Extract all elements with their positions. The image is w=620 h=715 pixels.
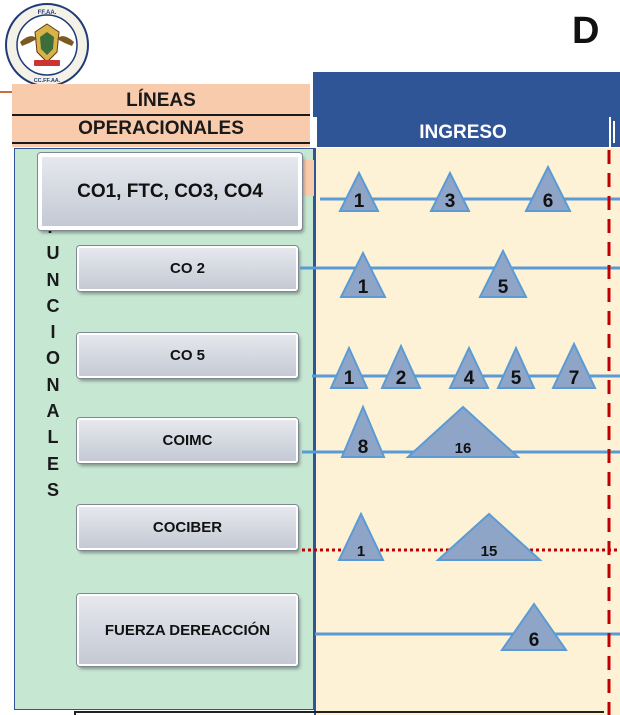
unit-button-label-line2: REACCIÓN xyxy=(190,621,271,639)
unit-button-co5[interactable]: CO 5 xyxy=(77,333,298,378)
event-marker-label: 8 xyxy=(358,437,369,458)
event-marker-label: 5 xyxy=(498,277,509,298)
logo-emblem: FF.AA. CC.FF.AA. xyxy=(5,3,89,87)
bottom-frame xyxy=(74,711,604,715)
funcionales-letter: S xyxy=(46,479,59,500)
phase-ingreso-header: INGRESO xyxy=(317,117,609,147)
event-marker-triangle xyxy=(448,345,490,389)
event-marker-triangle xyxy=(435,512,543,561)
funcionales-letter: L xyxy=(47,427,59,448)
event-marker-triangle xyxy=(380,343,422,389)
event-marker-label: 3 xyxy=(445,191,456,212)
phase-header-band xyxy=(313,72,620,117)
unit-button-coimc[interactable]: COIMC xyxy=(77,418,298,463)
event-marker-triangle xyxy=(500,602,568,651)
svg-text:FF.AA.: FF.AA. xyxy=(38,10,57,16)
funcionales-letter: N xyxy=(46,269,60,290)
event-marker-label: 16 xyxy=(455,440,472,457)
funcionales-letter: U xyxy=(46,243,60,264)
funcionales-letter: A xyxy=(46,401,60,422)
event-marker-triangle xyxy=(405,405,521,458)
event-marker-label: 2 xyxy=(396,368,407,389)
unit-button-co2[interactable]: CO 2 xyxy=(77,246,298,291)
event-marker-label: 15 xyxy=(481,543,498,560)
svg-text:CC.FF.AA.: CC.FF.AA. xyxy=(34,78,61,84)
funcionales-letter: N xyxy=(46,374,60,395)
event-marker-triangle xyxy=(338,170,380,212)
lineas-operacionales-header: LÍNEAS OPERACIONALES xyxy=(12,84,310,147)
event-marker-label: 1 xyxy=(354,191,365,212)
event-marker-triangle xyxy=(478,248,528,298)
event-marker-label: 1 xyxy=(357,543,365,560)
event-marker-triangle xyxy=(329,345,369,389)
next-phase-header xyxy=(611,117,620,147)
event-marker-triangle xyxy=(551,341,597,389)
unit-button-label-line1: FUERZA DE xyxy=(104,621,191,639)
funcionales-letter: O xyxy=(45,348,60,369)
event-marker-triangle xyxy=(340,404,386,458)
event-marker-triangle xyxy=(339,250,387,298)
event-marker-label: 4 xyxy=(464,368,475,389)
lineas-header-line1: LÍNEAS xyxy=(12,88,310,116)
event-marker-label: 6 xyxy=(529,630,540,651)
event-marker-triangle xyxy=(496,345,536,389)
event-marker-label: 1 xyxy=(358,277,369,298)
unit-button-co1[interactable]: CO1, FTC, CO3, CO4 xyxy=(38,153,302,230)
event-marker-triangle xyxy=(337,511,385,561)
event-marker-triangle xyxy=(429,170,471,212)
unit-button-cociber[interactable]: COCIBER xyxy=(77,505,298,550)
funcionales-letter: E xyxy=(46,453,59,474)
event-marker-label: 6 xyxy=(543,191,554,212)
lineas-header-line2: OPERACIONALES xyxy=(12,116,310,144)
page-title: D xyxy=(572,10,601,52)
event-marker-label: 5 xyxy=(511,368,522,389)
event-marker-label: 1 xyxy=(344,368,355,389)
unit-button-fuerza-de-reaccion[interactable]: FUERZA DE REACCIÓN xyxy=(77,594,298,666)
funcionales-letter: C xyxy=(46,295,60,316)
event-marker-label: 7 xyxy=(569,368,580,389)
event-marker-triangle xyxy=(524,164,572,212)
funcionales-letter: I xyxy=(50,322,56,343)
